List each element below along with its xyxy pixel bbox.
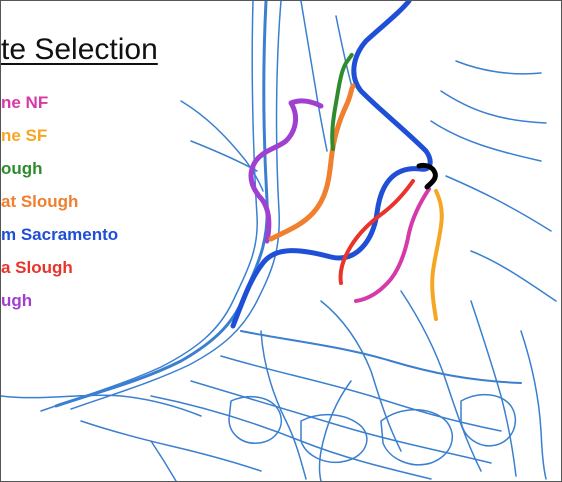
delta-loop-3 xyxy=(460,394,517,447)
routes xyxy=(230,1,444,329)
delta-channel-3 xyxy=(190,380,492,464)
east-tributary xyxy=(430,120,542,162)
route-magenta xyxy=(354,187,431,303)
legend-item-ne-sf: ne SF xyxy=(1,126,48,145)
delta-channel-9 xyxy=(318,380,352,481)
route-yellow xyxy=(430,189,444,321)
delta-channel-4 xyxy=(150,395,432,480)
south-creek xyxy=(150,440,177,481)
delta-channel-5 xyxy=(320,300,402,452)
route-black xyxy=(416,162,438,190)
bay-edge xyxy=(1,394,202,417)
legend-item-ugh: ugh xyxy=(1,291,33,310)
north-creek-2 xyxy=(335,15,354,92)
river-bank-east xyxy=(70,1,282,410)
route-orange xyxy=(268,83,356,242)
west-tributary-2 xyxy=(190,140,258,172)
route-blue xyxy=(230,1,433,329)
north-creek xyxy=(300,1,328,152)
legend-item-m-sacramento: m Sacramento xyxy=(1,225,119,244)
delta-loop-2 xyxy=(380,409,453,466)
east-tributary-5 xyxy=(455,60,542,75)
east-tributary-3 xyxy=(445,175,552,232)
legend-item-ough: ough xyxy=(1,159,43,178)
route-green xyxy=(330,52,354,151)
legend-item-a-slough: a Slough xyxy=(1,258,73,277)
east-tributary-4 xyxy=(470,250,557,302)
delta-channel-1 xyxy=(240,330,522,384)
delta-channel-2 xyxy=(220,355,502,432)
delta-channel-7 xyxy=(470,300,517,477)
route-purple xyxy=(248,98,324,244)
delta-loop-4 xyxy=(228,395,282,444)
delta-loop-1 xyxy=(300,413,368,463)
west-tributary xyxy=(180,100,264,192)
route-legend: ne NF ne SF ough at Slough m Sacramento … xyxy=(1,93,118,324)
delta-channel-6 xyxy=(400,290,482,472)
legend-item-at-slough: at Slough xyxy=(1,192,79,211)
route-red xyxy=(338,179,415,285)
legend-item-ne-nf: ne NF xyxy=(1,93,49,112)
delta-channel-10 xyxy=(520,330,547,480)
bay-edge-2 xyxy=(80,420,262,472)
map-title: te Selection xyxy=(1,33,158,66)
river-bank-west xyxy=(40,1,258,412)
east-tributary-2 xyxy=(440,90,547,124)
delta-channel-8 xyxy=(260,330,307,480)
